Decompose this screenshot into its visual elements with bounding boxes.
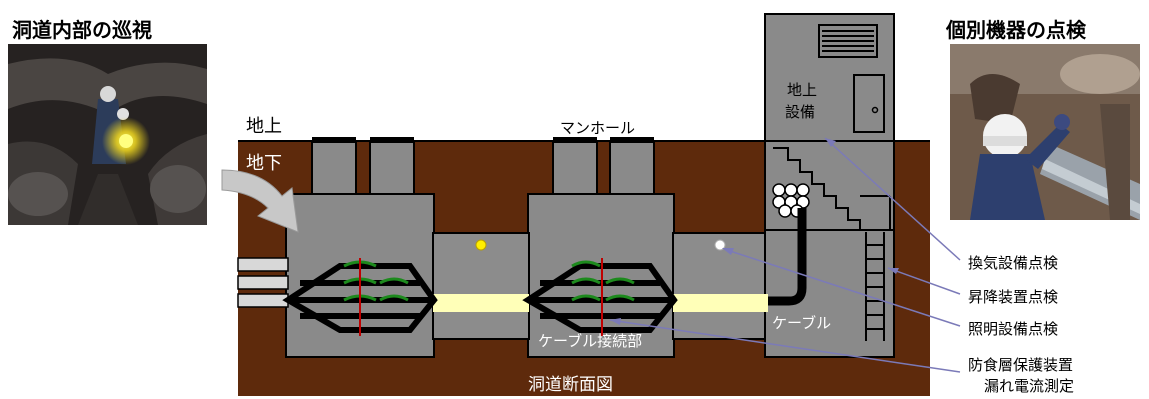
patrol-arrow-icon bbox=[221, 169, 299, 233]
tunnel-inspection-photo bbox=[8, 44, 207, 225]
callout-lighting: 照明設備点検 bbox=[968, 320, 1059, 338]
label-surface-equipment-line1: 地上 bbox=[787, 81, 818, 99]
equipment-inspection-photo bbox=[950, 44, 1140, 220]
label-below-ground: 地下 bbox=[246, 153, 282, 174]
cable-joint-middle bbox=[522, 258, 678, 336]
cable-joint-left bbox=[282, 258, 438, 336]
cable-riser bbox=[768, 208, 807, 306]
tunnel-light-icon bbox=[714, 239, 726, 251]
label-surface-equipment-line2: 設備 bbox=[785, 103, 816, 121]
label-cable-joint: ケーブル接続部 bbox=[538, 332, 643, 350]
callout-corrosion-line2: 漏れ電流測定 bbox=[984, 377, 1075, 395]
vent-louver-icon bbox=[818, 24, 878, 58]
tunnel-segment bbox=[672, 232, 768, 340]
title-equipment-inspection: 個別機器の点検 bbox=[946, 18, 1086, 42]
door-icon bbox=[853, 74, 885, 133]
ladder-icon bbox=[865, 232, 885, 341]
callout-corrosion-line1: 防食層保護装置 bbox=[968, 356, 1074, 374]
callout-lines bbox=[609, 137, 961, 373]
tunnel-light-on-icon bbox=[475, 239, 487, 251]
cable-coil-icon bbox=[772, 183, 810, 218]
manhole-cover bbox=[610, 137, 654, 143]
cable-run bbox=[673, 294, 768, 312]
manhole-cover bbox=[553, 137, 597, 143]
conduit-pipes bbox=[237, 257, 289, 308]
label-cross-section: 洞道断面図 bbox=[528, 375, 613, 395]
callout-arrowheads bbox=[610, 138, 899, 325]
tunnel-segment bbox=[432, 232, 530, 340]
callout-ventilation: 換気設備点検 bbox=[968, 254, 1059, 272]
callout-elevator: 昇降装置点検 bbox=[968, 288, 1059, 306]
staircase-icon bbox=[773, 147, 891, 230]
label-cable: ケーブル bbox=[772, 314, 832, 332]
cable-run bbox=[433, 294, 529, 312]
label-manhole: マンホール bbox=[560, 119, 636, 137]
right-vault bbox=[764, 140, 895, 358]
label-above-ground: 地上 bbox=[246, 116, 282, 137]
title-tunnel-patrol: 洞道内部の巡視 bbox=[12, 18, 152, 42]
